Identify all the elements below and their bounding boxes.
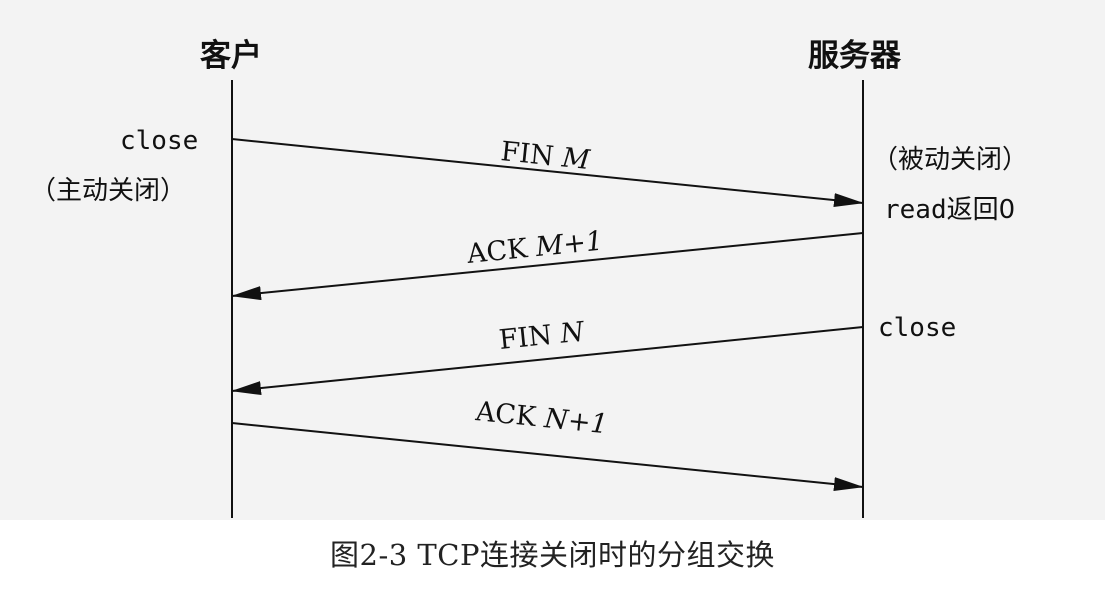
fin-m-label-text: FIN [499,136,563,173]
ack-m-label-var: M+1 [533,226,604,264]
fin-n-label-text: FIN [498,319,562,356]
server-title: 服务器 [808,38,902,74]
ack-m-label: ACK M+1 [465,226,605,270]
diagram-canvas: 客户 服务器 close （主动关闭） （被动关闭） read返回0 close… [30,38,1028,518]
returns-zero-text: 返回0 [947,195,1016,225]
ack-m-arrow [231,232,864,301]
read-call-text: read [884,195,947,225]
server-close-label: close [878,313,956,343]
ack-n-label-text: ACK [473,396,546,434]
client-title: 客户 [200,38,262,74]
ack-n-arrow [231,422,864,492]
fin-m-label: FIN M [499,136,592,176]
client-close-label: close [120,126,198,156]
fin-m-label-var: M [560,142,593,176]
server-read-returns-label: read返回0 [884,195,1015,225]
fin-m-arrow [231,138,864,208]
ack-n-label: ACK N+1 [473,396,609,440]
figure-caption: 图2-3 TCP连接关闭时的分组交换 [330,538,775,572]
client-active-close-label: （主动关闭） [30,176,186,206]
fin-n-label: FIN N [498,316,587,356]
ack-n-label-var: N+1 [542,403,609,440]
ack-m-label-text: ACK [465,232,538,270]
server-passive-close-label: （被动关闭） [872,145,1028,175]
fin-n-arrow [231,326,864,396]
fin-n-label-var: N [558,316,587,349]
tcp-close-sequence-diagram: 客户 服务器 close （主动关闭） （被动关闭） read返回0 close… [0,0,1105,520]
